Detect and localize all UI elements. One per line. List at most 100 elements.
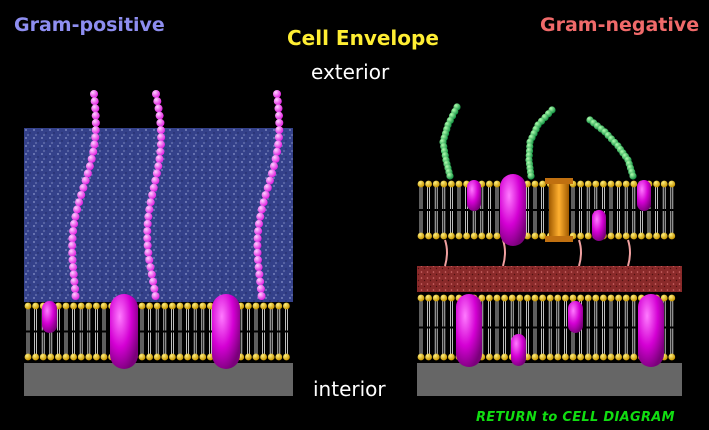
lipid-head xyxy=(169,353,176,361)
lipid-head xyxy=(432,180,440,188)
lipid-head xyxy=(425,232,432,240)
lipid-head xyxy=(448,180,455,188)
lipid-head xyxy=(455,232,463,240)
lipid-head xyxy=(32,353,39,361)
lipid-head xyxy=(138,353,146,361)
lipid-head xyxy=(592,353,600,361)
lipid-head xyxy=(486,353,493,361)
lipid-head xyxy=(432,353,440,361)
outer-membrane-protein xyxy=(500,174,526,246)
lipid-head xyxy=(638,232,645,240)
lipid-head xyxy=(478,294,486,302)
lipid-head xyxy=(191,302,199,310)
lipid-head xyxy=(184,302,192,310)
lipoprotein xyxy=(627,239,631,267)
lipid-head xyxy=(47,353,55,361)
lipid-head xyxy=(584,232,592,240)
lipid-head xyxy=(607,232,615,240)
gram-positive-title: Gram-positive xyxy=(14,14,165,36)
lipid-head xyxy=(562,294,569,302)
gram-positive-panel xyxy=(24,90,293,396)
lipid-head xyxy=(93,302,100,310)
lipid-head xyxy=(283,353,290,361)
lipid-head xyxy=(584,180,592,188)
lipid-head xyxy=(199,353,207,361)
gp-membrane-proteins xyxy=(42,294,240,369)
membrane-protein xyxy=(638,294,664,367)
lipid-head xyxy=(493,353,501,361)
lipid-head xyxy=(539,294,546,302)
lipid-head xyxy=(645,232,653,240)
lipid-head xyxy=(615,232,622,240)
lipid-head xyxy=(432,294,440,302)
lipid-head xyxy=(493,180,501,188)
lipid-head xyxy=(85,302,93,310)
lipid-head xyxy=(455,180,463,188)
lipid-head xyxy=(546,294,554,302)
lipid-head xyxy=(516,294,524,302)
lipid-head xyxy=(425,353,432,361)
lipid-head xyxy=(62,353,70,361)
lipid-head xyxy=(100,302,108,310)
lipid-head xyxy=(501,353,508,361)
lipid-head xyxy=(77,353,85,361)
lipid-head xyxy=(615,294,622,302)
lipid-head xyxy=(600,180,607,188)
lipid-head xyxy=(660,294,668,302)
lipid-head xyxy=(630,232,638,240)
return-to-cell-diagram-link[interactable]: RETURN to CELL DIAGRAM xyxy=(476,410,675,425)
lipid-head xyxy=(161,353,169,361)
lipid-head xyxy=(615,353,622,361)
lipid-head xyxy=(161,302,169,310)
lipid-head xyxy=(440,353,448,361)
lipid-head xyxy=(39,353,47,361)
lipid-head xyxy=(70,302,77,310)
lipid-head xyxy=(146,302,154,310)
lipopolysaccharide-chains xyxy=(439,103,637,180)
lipid-head xyxy=(267,353,275,361)
lipid-head xyxy=(448,353,455,361)
lipid-head xyxy=(146,353,154,361)
lps-chain xyxy=(586,116,637,180)
outer-membrane-protein xyxy=(637,180,651,211)
lipid-head xyxy=(176,302,184,310)
porin xyxy=(545,178,573,242)
lipid-head xyxy=(600,294,607,302)
gp-cytoplasm xyxy=(24,363,293,396)
lipid-head xyxy=(592,294,600,302)
gn-inner-proteins xyxy=(456,294,664,367)
lipid-head xyxy=(600,353,607,361)
lipid-head xyxy=(252,302,260,310)
lipid-head xyxy=(630,294,638,302)
lipid-head xyxy=(584,353,592,361)
lipid-head xyxy=(668,180,676,188)
lipid-head xyxy=(245,302,252,310)
lipid-head xyxy=(653,232,660,240)
lipoprotein xyxy=(578,239,582,267)
lipid-head xyxy=(184,353,192,361)
lipid-head xyxy=(93,353,100,361)
cell-envelope-title: Cell Envelope xyxy=(287,26,439,50)
outer-membrane-protein xyxy=(467,180,481,211)
lipid-head xyxy=(668,232,676,240)
lipid-head xyxy=(577,180,584,188)
lipid-head xyxy=(24,302,32,310)
lipid-head xyxy=(176,353,184,361)
lipoproteins xyxy=(444,239,631,267)
lipid-head xyxy=(169,302,176,310)
lipid-head xyxy=(267,302,275,310)
lipid-head xyxy=(486,180,493,188)
lipid-head xyxy=(554,353,562,361)
lipid-head xyxy=(199,302,207,310)
lipid-head xyxy=(531,180,539,188)
lipid-head xyxy=(569,294,577,302)
lipid-head xyxy=(417,294,425,302)
teichoic-acid-chain xyxy=(143,90,166,300)
lipid-head xyxy=(592,180,600,188)
lipid-head xyxy=(630,180,638,188)
lipid-head xyxy=(55,353,62,361)
membrane-protein xyxy=(42,301,57,333)
lipid-head xyxy=(615,180,622,188)
lipid-head xyxy=(62,302,70,310)
